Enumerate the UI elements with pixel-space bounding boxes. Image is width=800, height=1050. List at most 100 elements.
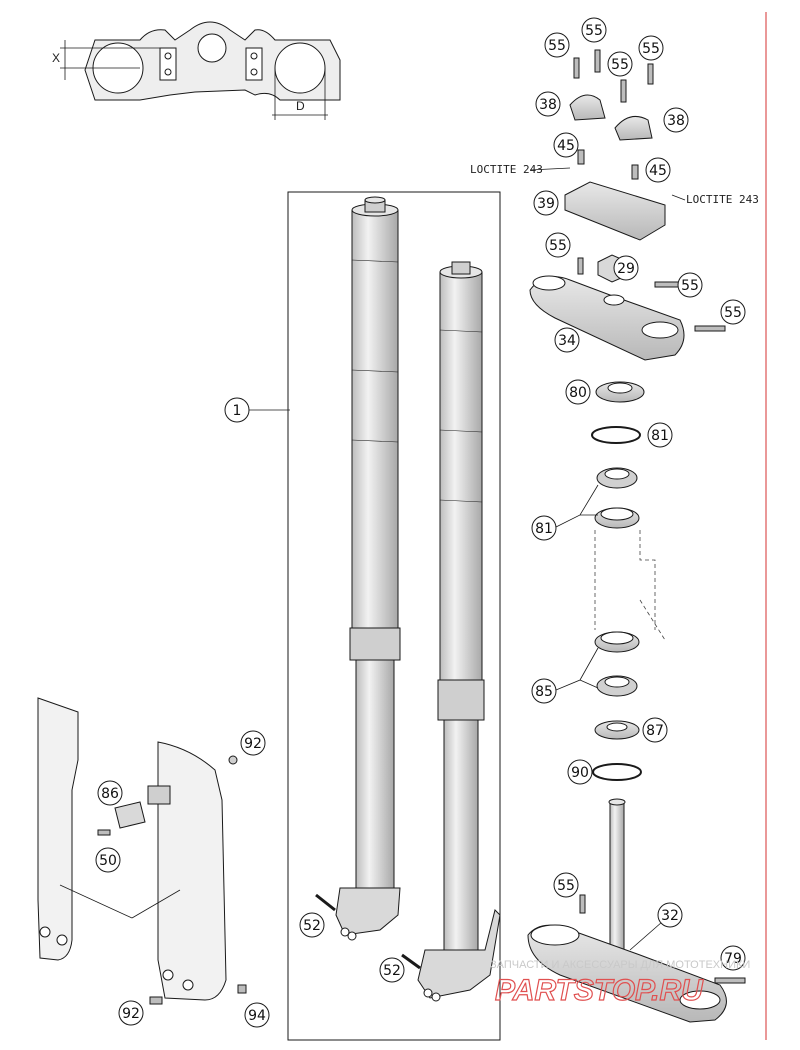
- callout-1: 1: [224, 397, 250, 423]
- callout-label: 55: [548, 38, 566, 54]
- callout-label: 45: [649, 163, 667, 179]
- callout-label: 34: [558, 333, 576, 349]
- callout-label: 55: [549, 238, 567, 254]
- callout-label: 81: [651, 428, 669, 444]
- callout-52: 52: [299, 912, 325, 938]
- callout-circle: [533, 190, 559, 216]
- callout-circle: [720, 299, 746, 325]
- dimension-x-label: X: [52, 51, 60, 65]
- callout-34: 34: [554, 327, 580, 353]
- fork-guards: [37, 697, 247, 1005]
- callout-38: 38: [535, 91, 561, 117]
- callout-label: 52: [383, 963, 401, 979]
- callout-circle: [613, 255, 639, 281]
- callout-50: 50: [95, 847, 121, 873]
- callout-label: 55: [557, 878, 575, 894]
- fork-leg-left: [335, 196, 401, 941]
- callout-29: 29: [613, 255, 639, 281]
- callout-circle: [663, 107, 689, 133]
- callout-52: 52: [379, 957, 405, 983]
- loctite-note-right: LOCTITE 243: [686, 193, 759, 206]
- callout-label: 55: [642, 41, 660, 57]
- callout-55: 55: [677, 272, 703, 298]
- callout-label: 87: [646, 723, 664, 739]
- watermark-brand: PARTSTOP.RU: [495, 974, 704, 1007]
- callout-circle: [645, 157, 671, 183]
- callout-label: 29: [617, 261, 635, 277]
- callout-circle: [553, 872, 579, 898]
- callout-55: 55: [581, 17, 607, 43]
- callout-label: 55: [585, 23, 603, 39]
- callout-circle: [299, 912, 325, 938]
- upper-triple-clamp: [529, 254, 726, 361]
- loctite-note-left: LOCTITE 243: [470, 163, 543, 176]
- callout-layer: 1293234383839454550525255555555555555557…: [95, 17, 746, 1028]
- callout-label: 92: [122, 1006, 140, 1022]
- callout-32: 32: [657, 902, 683, 928]
- callout-circle: [531, 515, 557, 541]
- callout-circle: [565, 379, 591, 405]
- callout-45: 45: [553, 132, 579, 158]
- callout-55: 55: [545, 232, 571, 258]
- callout-circle: [545, 232, 571, 258]
- dimension-d-label: D: [296, 99, 305, 113]
- callout-label: 39: [537, 196, 555, 212]
- fork-leg-right: [417, 261, 501, 1002]
- handlebar-clamps: [569, 94, 653, 141]
- callout-circle: [720, 945, 746, 971]
- callout-label: 92: [244, 736, 262, 752]
- callout-81: 81: [531, 515, 557, 541]
- handlebar-clamp-bolts: [573, 49, 654, 103]
- callout-55: 55: [544, 32, 570, 58]
- callout-circle: [240, 730, 266, 756]
- head-tube-outline: [594, 530, 666, 641]
- lower-triple-clamp: [527, 798, 746, 1023]
- callout-label: 94: [248, 1008, 266, 1024]
- callout-circle: [567, 759, 593, 785]
- callout-label: 38: [667, 113, 685, 129]
- callout-circle: [224, 397, 250, 423]
- callout-55: 55: [553, 872, 579, 898]
- callout-86: 86: [97, 780, 123, 806]
- callout-90: 90: [567, 759, 593, 785]
- watermark-subtitle: ЗАПЧАСТИ И АКСЕССУАРЫ ДЛЯ МОТОТЕХНИКИ: [490, 959, 750, 971]
- callout-circle: [535, 91, 561, 117]
- callout-circle: [554, 327, 580, 353]
- callout-55: 55: [720, 299, 746, 325]
- callout-55: 55: [638, 35, 664, 61]
- callout-label: 32: [661, 908, 679, 924]
- callout-39: 39: [533, 190, 559, 216]
- steering-bearings: [591, 381, 645, 781]
- callout-circle: [118, 1000, 144, 1026]
- callout-label: 85: [535, 684, 553, 700]
- callout-label: 55: [681, 278, 699, 294]
- callout-45: 45: [645, 157, 671, 183]
- callout-85: 85: [531, 678, 557, 704]
- callout-label: 52: [303, 918, 321, 934]
- callout-87: 87: [642, 717, 668, 743]
- clamp-dimension-detail: [60, 21, 341, 120]
- callout-circle: [379, 957, 405, 983]
- callout-circle: [642, 717, 668, 743]
- callout-label: 79: [724, 951, 742, 967]
- callout-circle: [647, 422, 673, 448]
- callout-circle: [244, 1002, 270, 1028]
- callout-92: 92: [118, 1000, 144, 1026]
- callout-label: 50: [99, 853, 117, 869]
- callout-38: 38: [663, 107, 689, 133]
- callout-79: 79: [720, 945, 746, 971]
- callout-circle: [553, 132, 579, 158]
- callout-label: 38: [539, 97, 557, 113]
- callout-label: 45: [557, 138, 575, 154]
- callout-circle: [657, 902, 683, 928]
- callout-circle: [581, 17, 607, 43]
- callout-55: 55: [607, 51, 633, 77]
- callout-label: 55: [724, 305, 742, 321]
- callout-circle: [607, 51, 633, 77]
- callout-circle: [638, 35, 664, 61]
- callout-label: 1: [233, 403, 242, 419]
- clamp-holder-bracket: [564, 149, 666, 241]
- callout-label: 80: [569, 385, 587, 401]
